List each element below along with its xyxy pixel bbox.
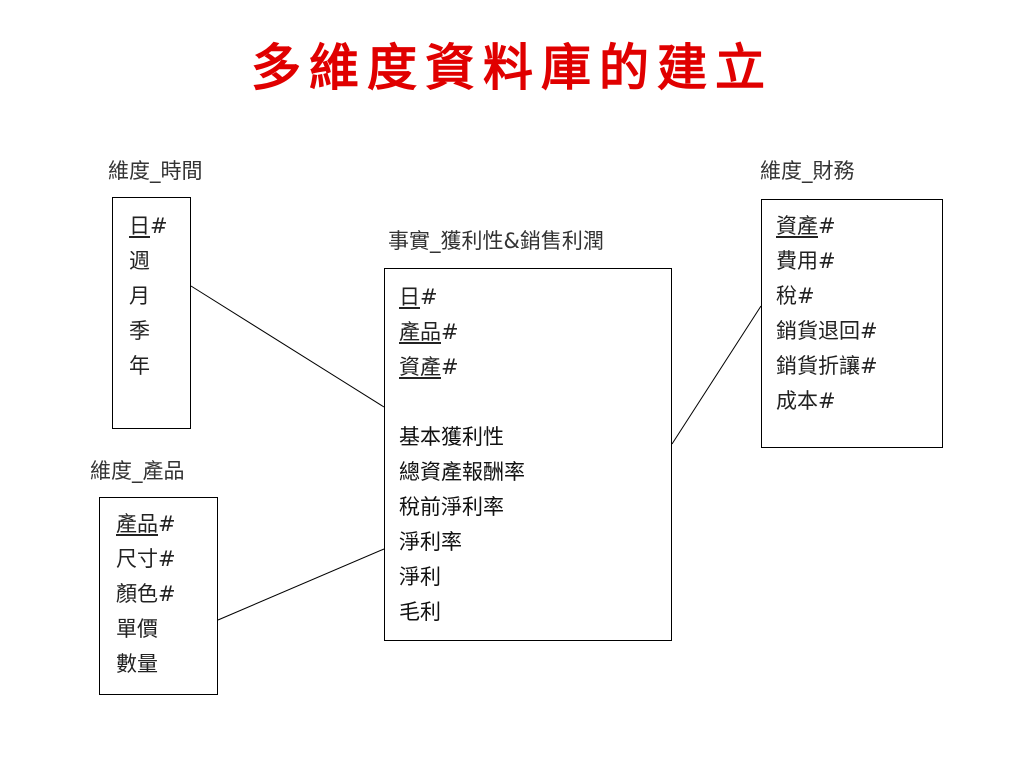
fact-metric-pretax-margin: 稅前淨利率 — [399, 495, 504, 519]
primary-key-label: 日 — [129, 214, 150, 238]
time-attribute-day-key: 日# — [129, 209, 190, 244]
time-attribute-month: 月 — [129, 284, 150, 308]
key-marker: # — [420, 285, 438, 309]
finance-attribute-expense: 費用# — [776, 249, 836, 273]
finance-attribute-asset-key: 資產# — [776, 209, 942, 244]
connector-product-fact — [217, 548, 385, 621]
product-attribute-size: 尺寸# — [116, 547, 176, 571]
time-attribute-week: 週 — [129, 249, 150, 273]
product-attribute-product-key: 產品# — [116, 507, 217, 542]
connector-time-fact — [190, 285, 385, 408]
foreign-key-label: 日 — [399, 285, 420, 309]
time-attribute-year: 年 — [129, 354, 150, 378]
fact-metric-net-income: 淨利 — [399, 565, 441, 589]
finance-dimension-title: 維度_財務 — [760, 159, 855, 183]
fact-metric-basic-profitability: 基本獲利性 — [399, 425, 504, 449]
fact-key-asset: 資產# — [399, 350, 671, 385]
fact-metric-gross-profit: 毛利 — [399, 600, 441, 624]
primary-key-label: 資產 — [776, 214, 818, 238]
page-title: 多維度資料庫的建立 — [251, 38, 773, 97]
product-attribute-list: 產品# 尺寸# 顏色# 單價 數量 — [116, 507, 217, 682]
key-marker: # — [158, 512, 176, 536]
foreign-key-label: 產品 — [399, 320, 441, 344]
finance-attribute-list: 資產# 費用# 稅# 銷貨退回# 銷貨折讓# 成本# — [776, 209, 942, 419]
key-marker: # — [441, 320, 459, 344]
product-dimension-title: 維度_產品 — [90, 459, 185, 483]
fact-attribute-list: 日# 產品# 資產# 基本獲利性 總資產報酬率 稅前淨利率 淨利率 淨利 毛利 — [399, 280, 671, 630]
spacer — [399, 385, 671, 420]
time-attribute-quarter: 季 — [129, 319, 150, 343]
time-dimension-box: 日# 週 月 季 年 — [112, 197, 191, 429]
foreign-key-label: 資產 — [399, 355, 441, 379]
fact-table-title: 事實_獲利性&銷售利潤 — [388, 229, 604, 253]
finance-dimension-box: 資產# 費用# 稅# 銷貨退回# 銷貨折讓# 成本# — [761, 199, 943, 448]
product-dimension-box: 產品# 尺寸# 顏色# 單價 數量 — [99, 497, 218, 695]
finance-attribute-cost: 成本# — [776, 389, 836, 413]
key-marker: # — [818, 214, 836, 238]
connector-finance-fact — [671, 305, 762, 445]
key-marker: # — [150, 214, 168, 238]
product-attribute-color: 顏色# — [116, 582, 176, 606]
fact-table-box: 日# 產品# 資產# 基本獲利性 總資產報酬率 稅前淨利率 淨利率 淨利 毛利 — [384, 268, 672, 641]
product-attribute-unit-price: 單價 — [116, 617, 158, 641]
finance-attribute-tax: 稅# — [776, 284, 815, 308]
fact-metric-net-margin: 淨利率 — [399, 530, 462, 554]
key-marker: # — [441, 355, 459, 379]
product-attribute-quantity: 數量 — [116, 652, 158, 676]
time-attribute-list: 日# 週 月 季 年 — [129, 209, 190, 384]
primary-key-label: 產品 — [116, 512, 158, 536]
finance-attribute-sales-returns: 銷貨退回# — [776, 319, 878, 343]
time-dimension-title: 維度_時間 — [108, 159, 203, 183]
fact-key-product: 產品# — [399, 315, 671, 350]
finance-attribute-sales-allowances: 銷貨折讓# — [776, 354, 878, 378]
fact-key-day: 日# — [399, 280, 671, 315]
fact-metric-return-on-assets: 總資產報酬率 — [399, 460, 525, 484]
